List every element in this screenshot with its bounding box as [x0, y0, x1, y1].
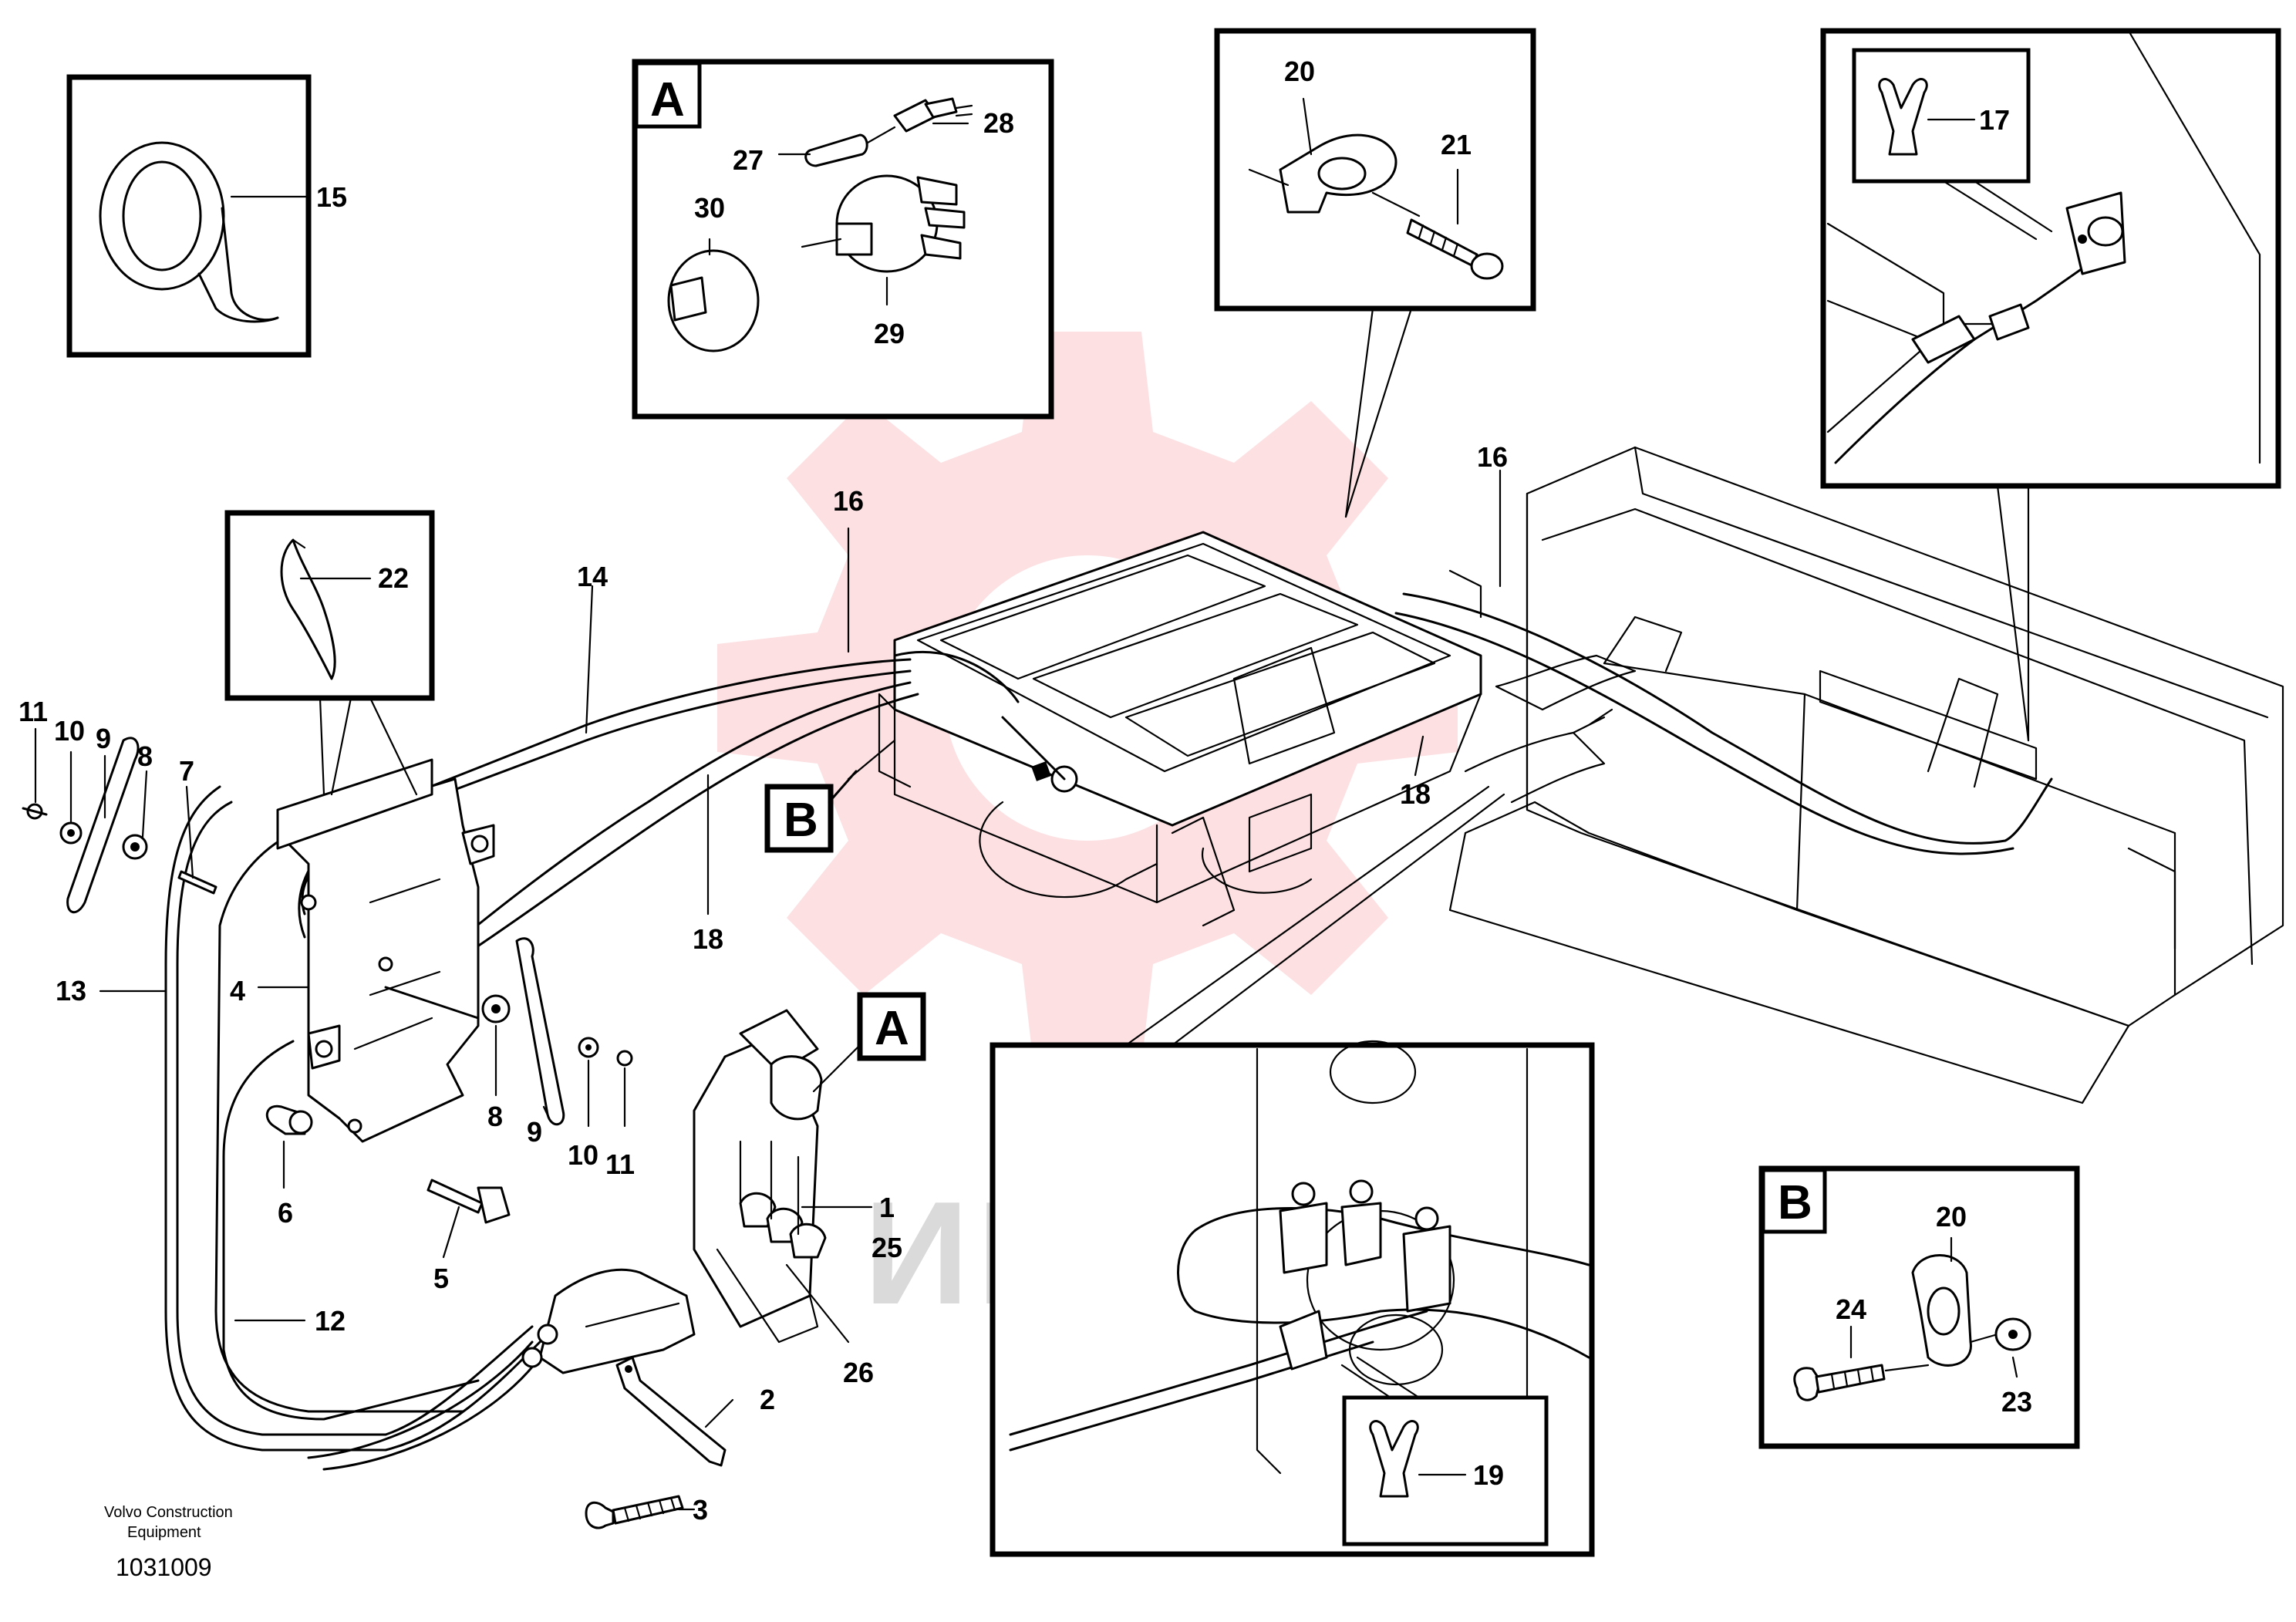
clamp-detail-pointer-2 — [1344, 307, 1413, 518]
hardware-right — [384, 937, 633, 1224]
tie-pointer-2 — [330, 696, 352, 796]
tag-b-detail: B — [1778, 1176, 1812, 1229]
callout-13: 13 — [56, 975, 86, 1007]
callout-20a: 20 — [1284, 56, 1315, 87]
detail-box-b — [1758, 1165, 2080, 1449]
callout-numbers: 1 2 3 4 5 6 7 8 8 9 9 10 10 11 11 12 13 … — [19, 56, 2032, 1526]
tie-pointer-1 — [319, 696, 325, 796]
detail-box-cable-tie — [224, 510, 435, 701]
drawing-number: 1031009 — [116, 1553, 212, 1581]
callout-3: 3 — [693, 1494, 708, 1526]
heater-unit — [878, 531, 1482, 927]
pipe-detail-pointer-2 — [1171, 793, 1505, 1047]
callout-21: 21 — [1441, 129, 1472, 160]
callout-9a: 9 — [96, 723, 111, 754]
coolant-duct — [1464, 654, 1637, 804]
tag-box-a-pointer — [857, 992, 926, 1061]
control-cables — [164, 592, 2053, 1471]
pipe-detail-pointer-1 — [1124, 785, 1490, 1047]
callout-17: 17 — [1979, 104, 2010, 136]
callout-28: 28 — [983, 107, 1014, 139]
watermark-gear-logo — [717, 332, 1458, 1064]
callout-14: 14 — [577, 561, 608, 592]
callout-2: 2 — [760, 1384, 775, 1415]
callout-5: 5 — [433, 1263, 449, 1294]
clamp-detail-pointer — [1344, 307, 1374, 518]
callout-27: 27 — [733, 144, 764, 176]
mounting-plate — [276, 758, 495, 1143]
callout-15: 15 — [316, 181, 347, 213]
bracket-and-screw — [585, 1356, 727, 1529]
credit-line-1: Volvo Construction — [104, 1504, 233, 1521]
callout-16b: 16 — [1477, 441, 1508, 473]
detail-box-pipe-clip — [990, 1040, 1595, 1557]
tag-a-pointer: A — [875, 1002, 909, 1055]
cable-clip-pointer — [1996, 484, 2030, 742]
callout-11b: 11 — [605, 1148, 635, 1180]
callout-1: 1 — [879, 1192, 895, 1223]
callout-9b: 9 — [527, 1116, 542, 1148]
callout-26: 26 — [843, 1357, 874, 1388]
tag-b-leader — [828, 770, 858, 804]
callout-7: 7 — [179, 755, 194, 787]
callout-20b: 20 — [1936, 1201, 1967, 1233]
callout-30: 30 — [694, 192, 725, 224]
callout-18a: 18 — [693, 923, 723, 955]
tag-box-b-pointer — [764, 784, 834, 853]
credit-line-2: Equipment — [127, 1524, 201, 1541]
callout-10b: 10 — [568, 1139, 598, 1171]
callout-23: 23 — [2001, 1386, 2032, 1418]
tag-b-pointer: B — [784, 794, 818, 847]
callout-24: 24 — [1836, 1293, 1866, 1325]
callout-6: 6 — [278, 1197, 293, 1229]
callout-11a: 11 — [19, 696, 48, 727]
callout-8a: 8 — [137, 740, 153, 772]
detail-box-a — [632, 59, 1054, 420]
callout-22: 22 — [378, 562, 409, 594]
callout-18b: 18 — [1400, 778, 1431, 810]
tag-a-detail: A — [650, 73, 685, 126]
leader-lines — [34, 469, 1502, 1511]
callout-19: 19 — [1473, 1459, 1504, 1491]
tie-pointer-3 — [369, 696, 418, 796]
callout-8b: 8 — [487, 1101, 503, 1132]
dashboard-console-housing — [1448, 446, 2284, 1104]
callout-4: 4 — [230, 975, 245, 1007]
detail-box-clamp — [1214, 28, 1536, 312]
hardware-left — [22, 737, 313, 1135]
callout-10a: 10 — [54, 715, 85, 747]
callout-12: 12 — [315, 1305, 346, 1337]
detail-box-cable-clip — [1820, 28, 2281, 489]
detail-box-tape — [66, 74, 312, 358]
callout-25: 25 — [872, 1232, 902, 1263]
control-panel — [521, 1009, 827, 1374]
callout-29: 29 — [874, 318, 905, 349]
callout-16a: 16 — [833, 485, 864, 517]
